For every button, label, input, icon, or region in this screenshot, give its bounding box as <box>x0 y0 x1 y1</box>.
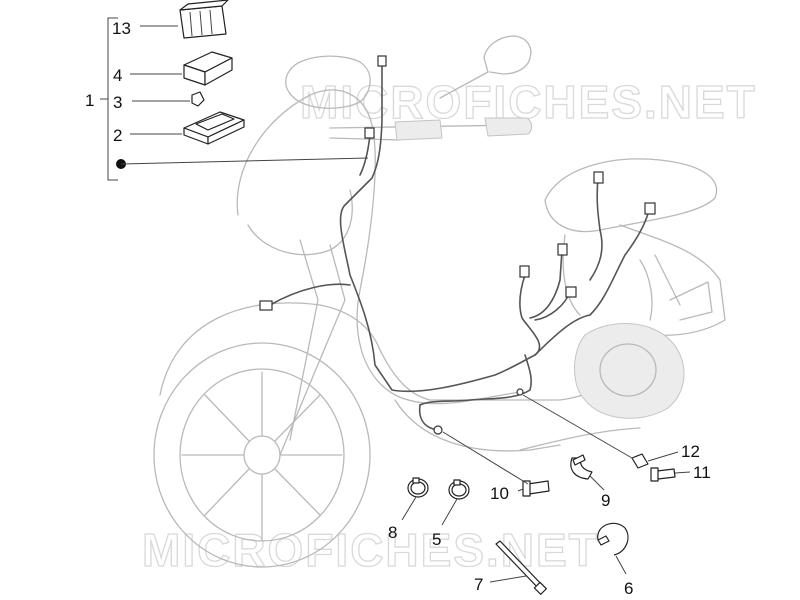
callout-10: 10 <box>490 484 509 503</box>
grommet <box>433 425 443 435</box>
rear-body <box>619 224 726 336</box>
callout-4: 4 <box>113 66 122 85</box>
scooter-outline <box>153 35 726 568</box>
screw-10-part <box>522 480 550 497</box>
harness-branch-seat <box>589 177 603 281</box>
nut-clip-part <box>522 394 649 469</box>
grip-right <box>484 117 533 137</box>
callout-5: 5 <box>432 530 441 549</box>
wiring-harness <box>259 55 656 435</box>
leader-harness <box>120 157 369 165</box>
connector-mid <box>557 243 568 256</box>
exhaust <box>519 427 641 451</box>
callout-13: 13 <box>112 19 131 38</box>
hose-clamp-5-part <box>448 479 470 500</box>
callout-3: 3 <box>113 93 122 112</box>
callout-9: 9 <box>601 491 610 510</box>
parts-group-1 <box>100 0 369 181</box>
front-fender <box>159 302 381 396</box>
callout-2: 2 <box>113 126 122 145</box>
leader-10-to-harness <box>442 431 529 485</box>
harness-main <box>339 61 541 393</box>
harness-branch-front <box>269 283 351 306</box>
connector-headlamp <box>377 55 387 67</box>
clip-part <box>191 91 205 107</box>
clamp-ring-part <box>597 522 629 556</box>
front-fork <box>279 239 346 456</box>
leader-12 <box>647 451 679 462</box>
front-spokes <box>181 371 343 541</box>
mirror <box>439 35 532 99</box>
harness-branch-lower <box>419 354 532 406</box>
rear-fender <box>669 281 713 321</box>
callout-7: 7 <box>474 575 483 594</box>
underbody <box>394 399 561 452</box>
front-hub <box>243 435 281 475</box>
engine-case <box>574 323 685 419</box>
holder-part <box>183 111 245 145</box>
connector-front <box>259 300 273 311</box>
parts-group-bottom <box>401 394 691 595</box>
harness-branch-upper <box>359 134 371 176</box>
connector-rear <box>644 202 656 215</box>
callout-12: 12 <box>681 442 700 461</box>
clamp-tab <box>572 454 586 466</box>
seat <box>544 158 718 233</box>
harness-branch-mid <box>529 249 563 319</box>
leader-8 <box>401 496 417 521</box>
harness-branch-clip <box>418 404 439 431</box>
fuse-box-part <box>179 0 229 39</box>
watermark-bottom: MICROFICHES.NET <box>142 524 599 576</box>
front-panel <box>247 189 353 256</box>
leader-9 <box>589 475 605 491</box>
leader-10 <box>517 488 524 492</box>
cable-tie-part <box>495 540 547 595</box>
front-rim <box>179 368 345 542</box>
callout-11: 11 <box>693 463 711 482</box>
leader-5 <box>441 498 458 526</box>
hose-clamp-8-part <box>407 477 429 498</box>
cover-part <box>183 51 233 86</box>
connector-left <box>519 265 530 278</box>
leader-7 <box>489 575 527 583</box>
bracket-group-1 <box>100 17 118 181</box>
front-tire <box>153 342 371 568</box>
headlamp-cover <box>285 55 371 109</box>
callout-1: 1 <box>85 91 94 110</box>
leader-11 <box>674 471 691 474</box>
harness-branch-rear <box>534 204 651 356</box>
connector-seat <box>593 171 604 184</box>
connector-engine <box>565 286 577 298</box>
callout-numbers: 13 4 1 3 2 10 9 12 11 8 5 7 6 <box>85 19 711 598</box>
connector-ground <box>516 388 524 396</box>
leader-6 <box>615 555 627 575</box>
clamp-ring-lug <box>597 535 610 546</box>
variator-cover <box>599 343 657 397</box>
rear-shock <box>639 254 681 321</box>
leg-shield <box>236 89 521 405</box>
callout-8: 8 <box>388 523 397 542</box>
switch-housing <box>394 119 443 141</box>
screw-11-part <box>650 467 676 482</box>
callout-6: 6 <box>624 579 633 598</box>
connector-switch <box>364 127 375 139</box>
harness-branch-engine <box>534 291 571 321</box>
